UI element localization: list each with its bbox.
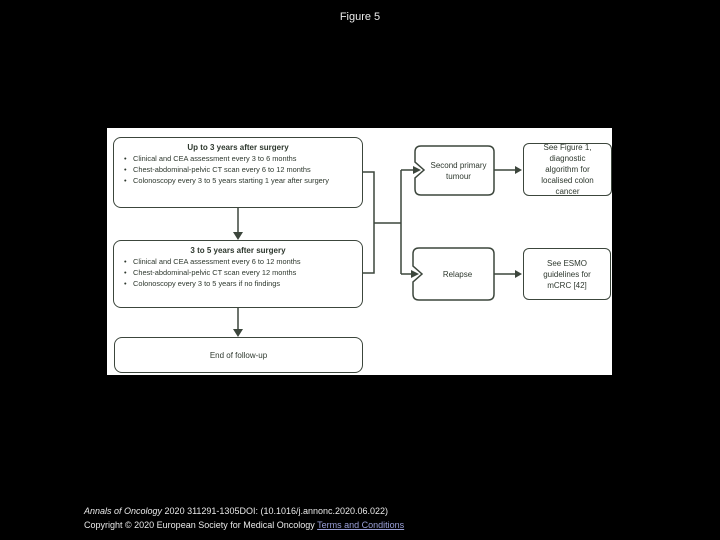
box-end-of-follow-up-label: End of follow-up — [209, 350, 268, 360]
arrowhead-second-primary — [413, 166, 421, 174]
copyright-text: Copyright © 2020 European Society for Me… — [84, 520, 318, 530]
box-relapse: Relapse — [417, 248, 492, 300]
flowchart-connectors — [233, 145, 522, 337]
citation-text: 2020 311291-1305DOI: (10.1016/j.annonc.2… — [162, 506, 389, 516]
journal-name: Annals of Oncology — [84, 506, 163, 516]
list-item: • Clinical and CEA assessment every 6 to… — [114, 256, 362, 267]
list-item: • Colonoscopy every 3 to 5 years if no f… — [114, 278, 362, 289]
bullet-text: Chest-abdominal-pelvic CT scan every 12 … — [133, 268, 297, 277]
second-primary-tumour-shape — [414, 145, 495, 196]
bullet-icon: • — [124, 154, 127, 163]
figure-image: Up to 3 years after surgery • Clinical a… — [107, 128, 612, 375]
relapse-shape — [412, 247, 495, 301]
box-3-to-5-years-title: 3 to 5 years after surgery — [190, 246, 286, 255]
list-item: • Chest-abdominal-pelvic CT scan every 6… — [114, 164, 362, 175]
bullet-text: Clinical and CEA assessment every 6 to 1… — [133, 257, 301, 266]
copyright-line: Copyright © 2020 European Society for Me… — [84, 518, 684, 532]
box-second-primary-tumour-label: Second primary tumour — [430, 160, 487, 181]
bullet-text: Colonoscopy every 3 to 5 years starting … — [133, 176, 329, 185]
bullet-text: Clinical and CEA assessment every 3 to 6… — [133, 154, 297, 163]
page-title: Figure 5 — [339, 11, 381, 23]
arrowhead-fig1 — [515, 166, 522, 174]
list-item: • Chest-abdominal-pelvic CT scan every 1… — [114, 267, 362, 278]
box-see-figure-1: See Figure 1, diagnostic algorithm for l… — [523, 143, 612, 196]
bullet-icon: • — [124, 268, 127, 277]
figure-caption: Annals of Oncology 2020 311291-1305DOI: … — [84, 504, 684, 532]
arrowhead-down-2 — [233, 329, 243, 337]
bullet-icon: • — [124, 257, 127, 266]
list-item: • Clinical and CEA assessment every 3 to… — [114, 153, 362, 164]
box-see-esmo: See ESMO guidelines for mCRC [42] — [523, 248, 611, 300]
bullet-text: Colonoscopy every 3 to 5 years if no fin… — [133, 279, 281, 288]
list-item: • Colonoscopy every 3 to 5 years startin… — [114, 175, 362, 186]
box-end-of-follow-up: End of follow-up — [114, 337, 363, 373]
box-relapse-label: Relapse — [442, 269, 473, 279]
arrowhead-down-1 — [233, 232, 243, 240]
box-see-esmo-label: See ESMO guidelines for mCRC [42] — [543, 258, 591, 290]
bullet-text: Chest-abdominal-pelvic CT scan every 6 t… — [133, 165, 311, 174]
bullet-icon: • — [124, 279, 127, 288]
arrowhead-relapse — [411, 270, 419, 278]
bullet-icon: • — [124, 165, 127, 174]
box-up-to-3-years-title: Up to 3 years after surgery — [187, 143, 289, 152]
box-up-to-3-years: Up to 3 years after surgery • Clinical a… — [113, 137, 363, 208]
box-see-figure-1-label: See Figure 1, diagnostic algorithm for l… — [541, 143, 594, 196]
bullet-icon: • — [124, 176, 127, 185]
terms-and-conditions-link[interactable]: Terms and Conditions — [317, 520, 405, 530]
box-second-primary-tumour: Second primary tumour — [419, 146, 492, 195]
arrowhead-esmo — [515, 270, 522, 278]
citation-line: Annals of Oncology 2020 311291-1305DOI: … — [84, 504, 684, 518]
connector-bracket — [363, 169, 413, 275]
box-3-to-5-years: 3 to 5 years after surgery • Clinical an… — [113, 240, 363, 308]
